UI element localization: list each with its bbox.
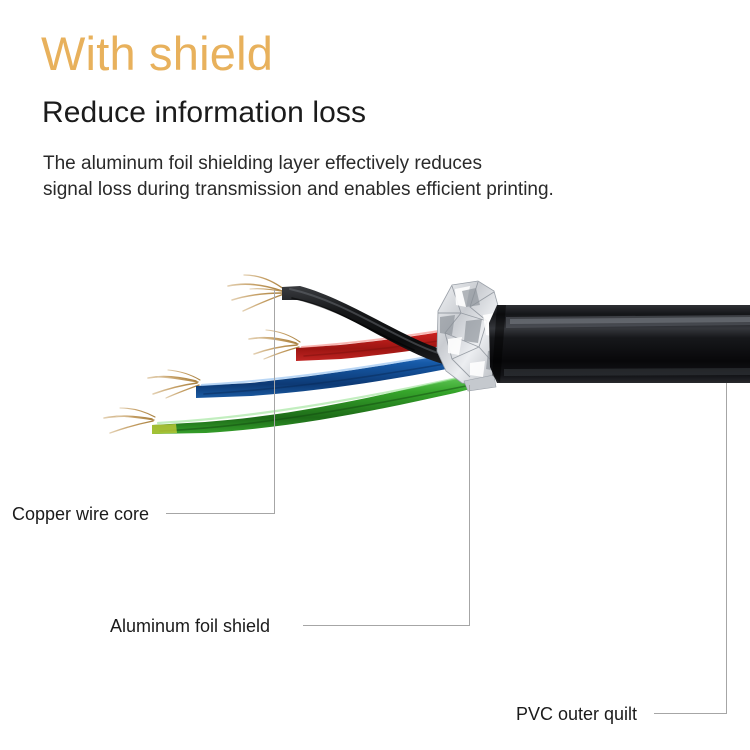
green-wire [152,375,474,434]
callout-label-aluminum-foil-shield: Aluminum foil shield [110,616,271,636]
body-line-2: signal loss during transmission and enab… [43,179,554,200]
leader-line-pvc-horizontal [654,713,727,714]
copper-strands-green [103,407,156,434]
page-headline: With shield [41,27,274,80]
leader-line-foil-horizontal [303,625,470,626]
body-line-1: The aluminum foil shielding layer effect… [43,153,482,174]
leader-line-pvc-vertical [726,383,727,713]
page-subheadline: Reduce information loss [42,96,367,129]
copper-strands-group [103,274,301,434]
body-paragraph: The aluminum foil shielding layer effect… [43,151,554,203]
copper-strands-blue [147,369,201,399]
pvc-outer-jacket [489,305,750,383]
leader-line-foil-vertical [469,385,470,625]
callout-label-copper-wire-core: Copper wire core [12,504,150,524]
leader-line-copper-horizontal [166,513,275,514]
callout-label-pvc-outer-quilt: PVC outer quilt [516,704,638,724]
leader-line-copper-vertical [274,290,275,513]
cable-illustration [0,255,750,435]
copper-strands-red [248,329,301,360]
copper-strands-black [227,274,287,312]
